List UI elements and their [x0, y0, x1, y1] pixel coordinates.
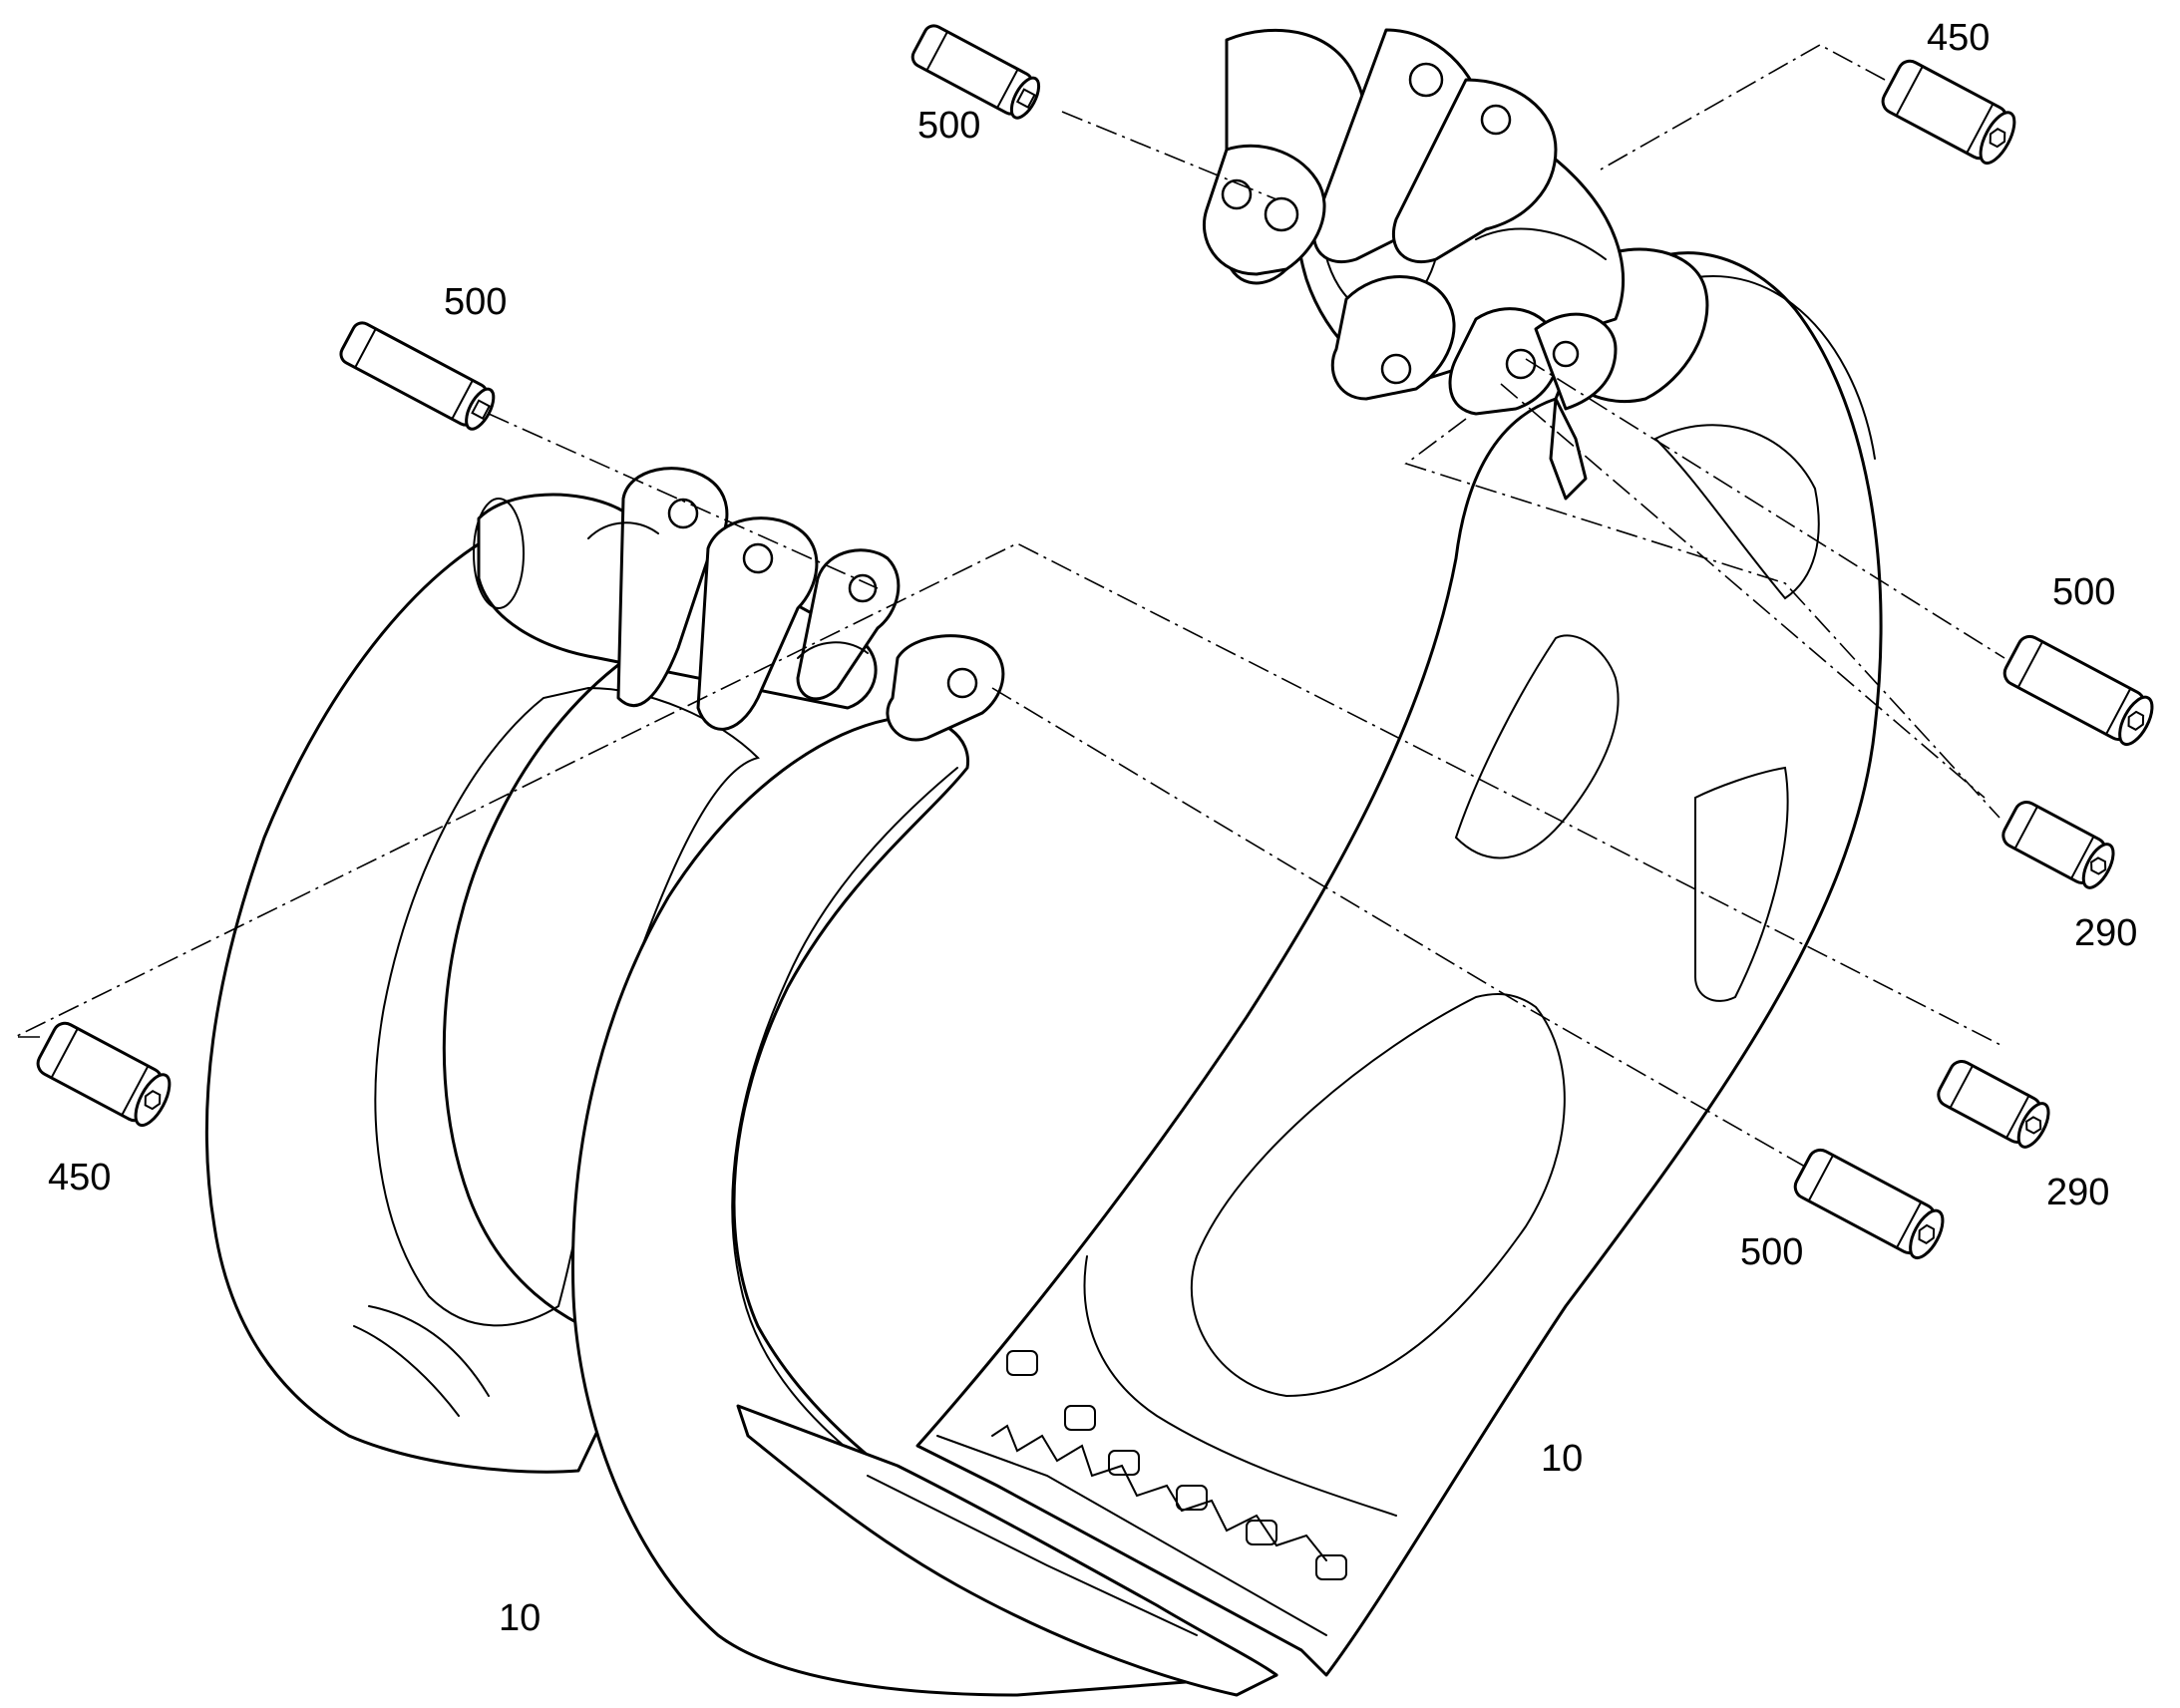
- callout-pin-right-4: 500: [1740, 1231, 1803, 1273]
- assembly-axis-lines: [14, 44, 2005, 1168]
- right-grapple-tine: [736, 28, 1883, 1697]
- pin-right-3: [1937, 1060, 2050, 1149]
- pin-far-left: [36, 1021, 172, 1128]
- callout-tine-right: 10: [1541, 1438, 1583, 1480]
- left-grapple-tine: [204, 467, 1278, 1697]
- pin-right-4: [1793, 1148, 1945, 1260]
- pins: [36, 24, 2154, 1260]
- callout-pin-right-1: 500: [2052, 571, 2115, 613]
- left-tine-lugs: [587, 467, 1005, 742]
- pin-right-1: [2002, 634, 2154, 747]
- callout-pin-mid-left: 500: [444, 281, 507, 323]
- callout-pin-right-2: 290: [2074, 912, 2137, 954]
- pin-mid-left: [339, 321, 496, 431]
- pin-top-right: [1881, 59, 2016, 166]
- right-tine-lugs: [1202, 28, 1618, 501]
- callout-tine-left: 10: [499, 1597, 541, 1639]
- callout-pin-top-left: 500: [917, 105, 980, 147]
- pin-top-left: [910, 24, 1041, 120]
- callout-pin-right-3: 290: [2046, 1172, 2109, 1213]
- callout-pin-top-right: 450: [1927, 17, 1990, 59]
- callout-labels: 500 450 500 450 500 290 290 500 10 10: [48, 17, 2137, 1639]
- right-tine-bolt-row: [991, 1350, 1347, 1580]
- callout-pin-far-left: 450: [48, 1157, 111, 1198]
- pin-right-2: [2001, 801, 2115, 889]
